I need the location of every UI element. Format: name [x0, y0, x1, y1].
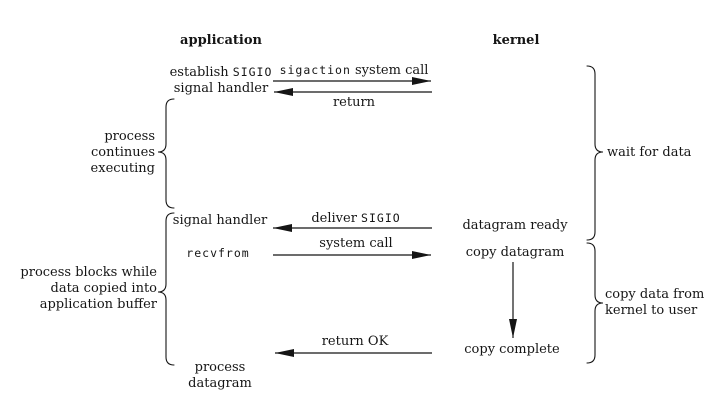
brace-wait-for-data	[586, 65, 604, 241]
process-datagram-label: process datagram	[188, 360, 252, 391]
wait-for-data-caption: wait for data	[607, 145, 692, 160]
system-call-caption: system call	[319, 236, 393, 251]
establish-sigio-handler-label: establish SIGIO signal handler	[170, 64, 273, 97]
process-continues-caption: process continues executing	[90, 129, 155, 176]
recvfrom-label: recvfrom	[186, 246, 250, 260]
application-column-title: application	[180, 33, 262, 48]
copy-data-caption: copy data from kernel to user	[605, 287, 705, 318]
brace-process-continues	[157, 98, 175, 209]
kernel-column-title: kernel	[492, 33, 540, 48]
deliver-sigio-caption: deliver SIGIO	[311, 211, 401, 226]
establish-line2: signal handler	[173, 81, 269, 96]
return-ok-caption: return OK	[321, 334, 389, 349]
brace-copy-data	[586, 242, 604, 364]
datagram-ready-label: datagram ready	[462, 218, 568, 233]
copy-datagram-label: copy datagram	[465, 245, 565, 260]
establish-line1: establish SIGIO	[169, 65, 273, 80]
brace-process-blocks	[157, 212, 175, 366]
process-blocks-caption: process blocks while data copied into ap…	[20, 265, 157, 312]
signal-handler-label: signal handler	[172, 213, 268, 228]
return-caption: return	[332, 95, 376, 110]
sigaction-system-call-caption: sigaction system call	[279, 63, 429, 78]
copy-complete-label: copy complete	[464, 342, 560, 357]
